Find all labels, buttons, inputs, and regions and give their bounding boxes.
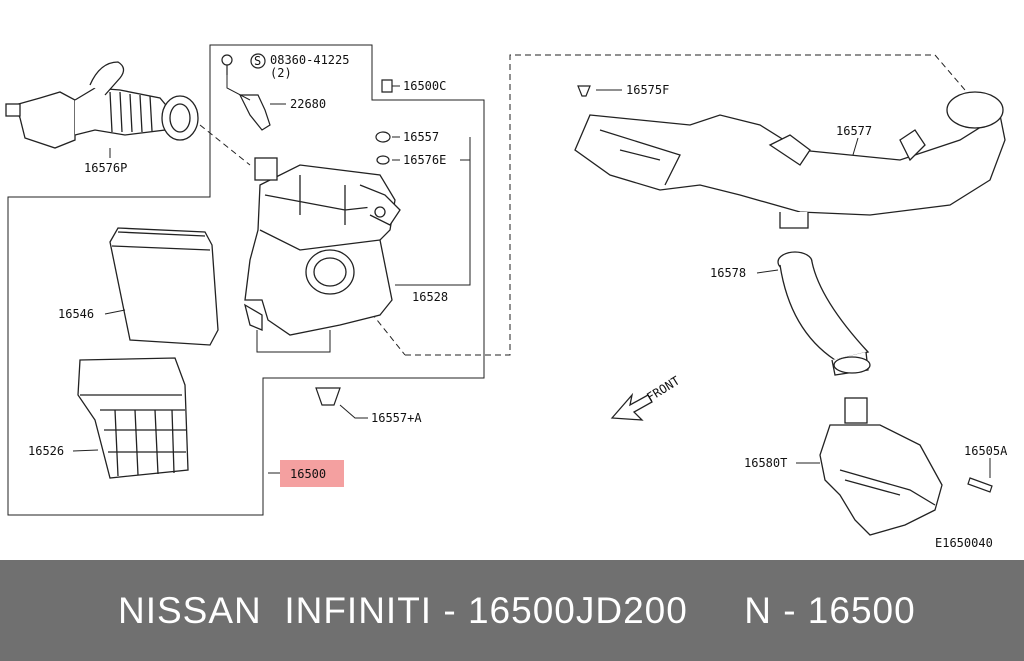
front-arrow-icon bbox=[610, 392, 653, 421]
part-number-banner: NISSAN INFINITI - 16500JD200 N - 16500 bbox=[0, 560, 1024, 661]
parts-diagram: 16576P S 08360-41225 (2) 22680 16500C 16… bbox=[5, 44, 1008, 550]
label-16546: 16546 bbox=[58, 307, 94, 321]
duct-hose-16576P bbox=[5, 61, 199, 149]
label-16575F: 16575F bbox=[626, 83, 669, 97]
leader-lines bbox=[72, 75, 991, 478]
label-16505A: 16505A bbox=[964, 444, 1008, 458]
label-16500C: 16500C bbox=[403, 79, 446, 93]
label-16577: 16577 bbox=[836, 124, 872, 138]
diagram-code: E1650040 bbox=[935, 536, 993, 550]
label-16557: 16557 bbox=[403, 130, 439, 144]
label-08360: 08360-41225 bbox=[270, 53, 349, 67]
label-front: FRONT bbox=[644, 374, 682, 405]
label-16557A: 16557+A bbox=[371, 411, 422, 425]
part-highlight bbox=[280, 460, 344, 487]
label-16500: 16500 bbox=[290, 467, 326, 481]
filter-element-16546 bbox=[109, 227, 219, 346]
label-16526: 16526 bbox=[28, 444, 64, 458]
label-16576P: 16576P bbox=[84, 161, 127, 175]
air-cleaner-body-16528 bbox=[243, 157, 401, 336]
label-16580T: 16580T bbox=[744, 456, 787, 470]
assembly-frame bbox=[7, 44, 485, 516]
resonator-16580T bbox=[819, 397, 943, 536]
banner-text: NISSAN INFINITI - 16500JD200 N - 16500 bbox=[118, 589, 916, 631]
label-16578: 16578 bbox=[710, 266, 746, 280]
intake-duct-16577 bbox=[574, 91, 1006, 229]
filter-element-16526 bbox=[77, 357, 189, 479]
label-16528: 16528 bbox=[412, 290, 448, 304]
small-parts bbox=[221, 53, 993, 493]
label-16576E: 16576E bbox=[403, 153, 446, 167]
label-08360-qty: (2) bbox=[270, 66, 292, 80]
tube-16578 bbox=[777, 251, 871, 376]
part-labels: 16576P S 08360-41225 (2) 22680 16500C 16… bbox=[28, 53, 1008, 550]
label-22680: 22680 bbox=[290, 97, 326, 111]
label-08360-symbol: S bbox=[254, 54, 261, 68]
